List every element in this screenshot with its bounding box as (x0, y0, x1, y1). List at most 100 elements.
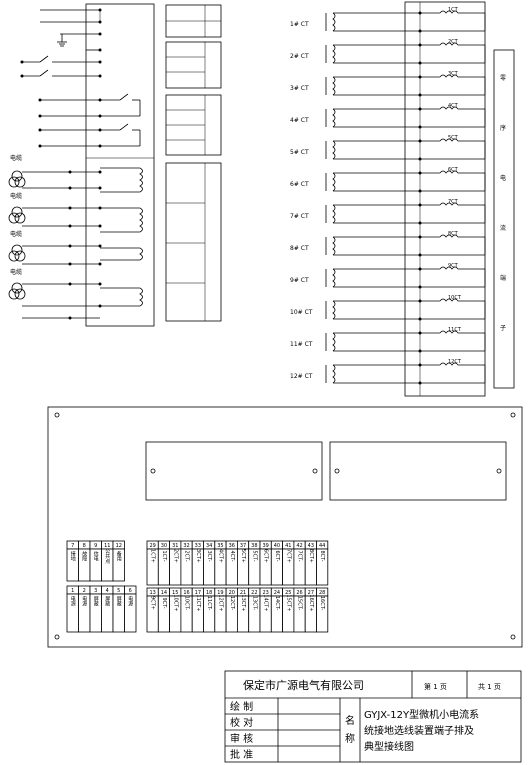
terminal-label: 16CT- (319, 596, 325, 610)
terminal-cell: 5 屏蔽 (112, 585, 125, 633)
ct-row: 2# CT 2CT (290, 39, 486, 65)
name-label-1: 名 (345, 714, 355, 727)
ct-symbol (332, 172, 336, 192)
terminal-number: 37 (240, 543, 246, 549)
ct-coil (439, 234, 459, 238)
terminal-label: 15CT+ (285, 594, 291, 611)
terminal-label: 14CT- (274, 596, 280, 610)
left-sensors (8, 170, 102, 320)
terminal-label: 5CT+ (240, 549, 246, 563)
ct-coil (439, 362, 459, 366)
terminal-cell: 3屏蔽 (89, 585, 102, 633)
sensor-label-2: 电缆 (10, 192, 22, 200)
terminal-label: 14CT+ (263, 594, 269, 611)
terminal-number: 23 (262, 590, 268, 596)
terminal-number: 3 (94, 588, 97, 594)
right-ct-block (404, 1, 515, 397)
left-terminal-strip (20, 3, 155, 327)
terminal-label: 10CT- (184, 596, 190, 610)
sensor-label-3: 电缆 (10, 230, 22, 238)
terminal-group-mid-bottom: 139CT+149CT-1510CT+1610CT-1711CT+1811CT-… (146, 587, 329, 633)
ct-row: 1# CT 1CT (290, 7, 486, 33)
terminal-label: 12CT- (229, 596, 235, 610)
terminal-number: 27 (308, 590, 314, 596)
ct-coil-label: 8CT (448, 231, 459, 237)
terminal-label: 屏蔽 (116, 596, 122, 607)
terminal-number: 17 (195, 590, 201, 596)
ct-coil-label: 1CT (448, 7, 459, 13)
terminal-label: 16CT+ (308, 594, 314, 611)
terminal-number: 20 (229, 590, 235, 596)
ct-label: 2# CT (290, 53, 309, 60)
ct-label: 6# CT (290, 181, 309, 188)
terminal-label: 2CT+ (172, 549, 178, 563)
drawing-title-2: 统接地选线装置端子排及 (364, 724, 474, 737)
ct-symbol (332, 364, 336, 384)
drawing-title-3: 典型接线图 (364, 740, 414, 753)
terminal-number: 22 (251, 590, 257, 596)
terminal-number: 31 (172, 543, 178, 549)
ct-coil (439, 202, 459, 206)
terminal-label: 电源 (127, 595, 133, 607)
ct-coil (439, 298, 459, 302)
ct-coil-label: 11CT (448, 327, 462, 333)
row-draw: 绘 制 (230, 700, 253, 713)
terminal-number: 33 (195, 543, 201, 549)
terminal-group-mid-top: 291CT+301CT-312CT+322CT-333CT+343CT-354C… (146, 540, 329, 586)
terminal-label: 1CT- (161, 550, 167, 561)
ct-coil-label: 2CT (448, 39, 459, 45)
terminal-label: 2CT- (184, 550, 190, 561)
terminal-cell: 8故障 (78, 540, 91, 582)
ct-label: 1# CT (290, 21, 309, 28)
terminal-label: 7CT- (297, 550, 303, 561)
terminal-label: 备用 (116, 550, 122, 562)
terminal-number: 7 (71, 543, 74, 549)
terminal-label: 6CT- (274, 550, 280, 561)
display-window-right (329, 441, 507, 501)
row-check: 校 对 (230, 716, 253, 729)
terminal-number: 19 (217, 590, 223, 596)
terminal-number: 13 (149, 590, 155, 596)
sensor-labels: 电缆 电缆 电缆 电缆 (10, 154, 22, 276)
terminal-label: 5CT- (251, 550, 257, 561)
side-label-3: 电 (500, 174, 506, 182)
terminal-label: 6CT+ (263, 549, 269, 563)
ct-label: 9# CT (290, 277, 309, 284)
terminal-label: 4CT- (229, 550, 235, 561)
terminal-number: 5 (117, 588, 120, 594)
company-name: 保定市广源电气有限公司 (243, 678, 364, 692)
terminal-number: 4 (106, 588, 109, 594)
ct-symbol (332, 76, 336, 96)
terminal-cell: 4屏蔽 (101, 585, 114, 633)
terminal-number: 40 (274, 543, 280, 549)
ct-symbol (332, 204, 336, 224)
